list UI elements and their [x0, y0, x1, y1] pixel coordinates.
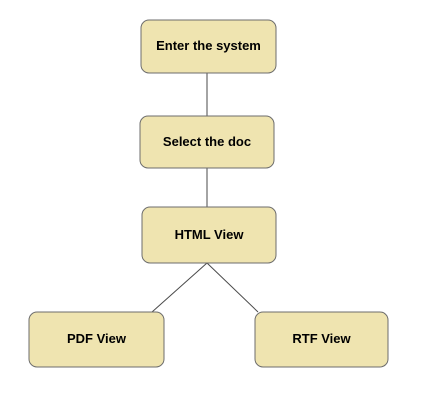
node-rtf-view: RTF View: [254, 311, 389, 368]
node-label: RTF View: [292, 331, 351, 346]
node-label: Select the doc: [163, 134, 251, 149]
node-enter-system: Enter the system: [140, 19, 277, 74]
node-box: [254, 311, 389, 368]
node-box: [140, 19, 277, 74]
node-pdf-view: PDF View: [28, 311, 165, 368]
node-select-doc: Select the doc: [139, 115, 275, 169]
edge-html-to-rtf: [206, 262, 259, 313]
node-box: [28, 311, 165, 368]
node-label: HTML View: [175, 227, 245, 242]
node-box: [139, 115, 275, 169]
node-html-view: HTML View: [141, 206, 277, 264]
node-label: PDF View: [67, 331, 127, 346]
edge-html-to-pdf: [151, 262, 208, 313]
node-label: Enter the system: [156, 38, 261, 53]
node-box: [141, 206, 277, 264]
